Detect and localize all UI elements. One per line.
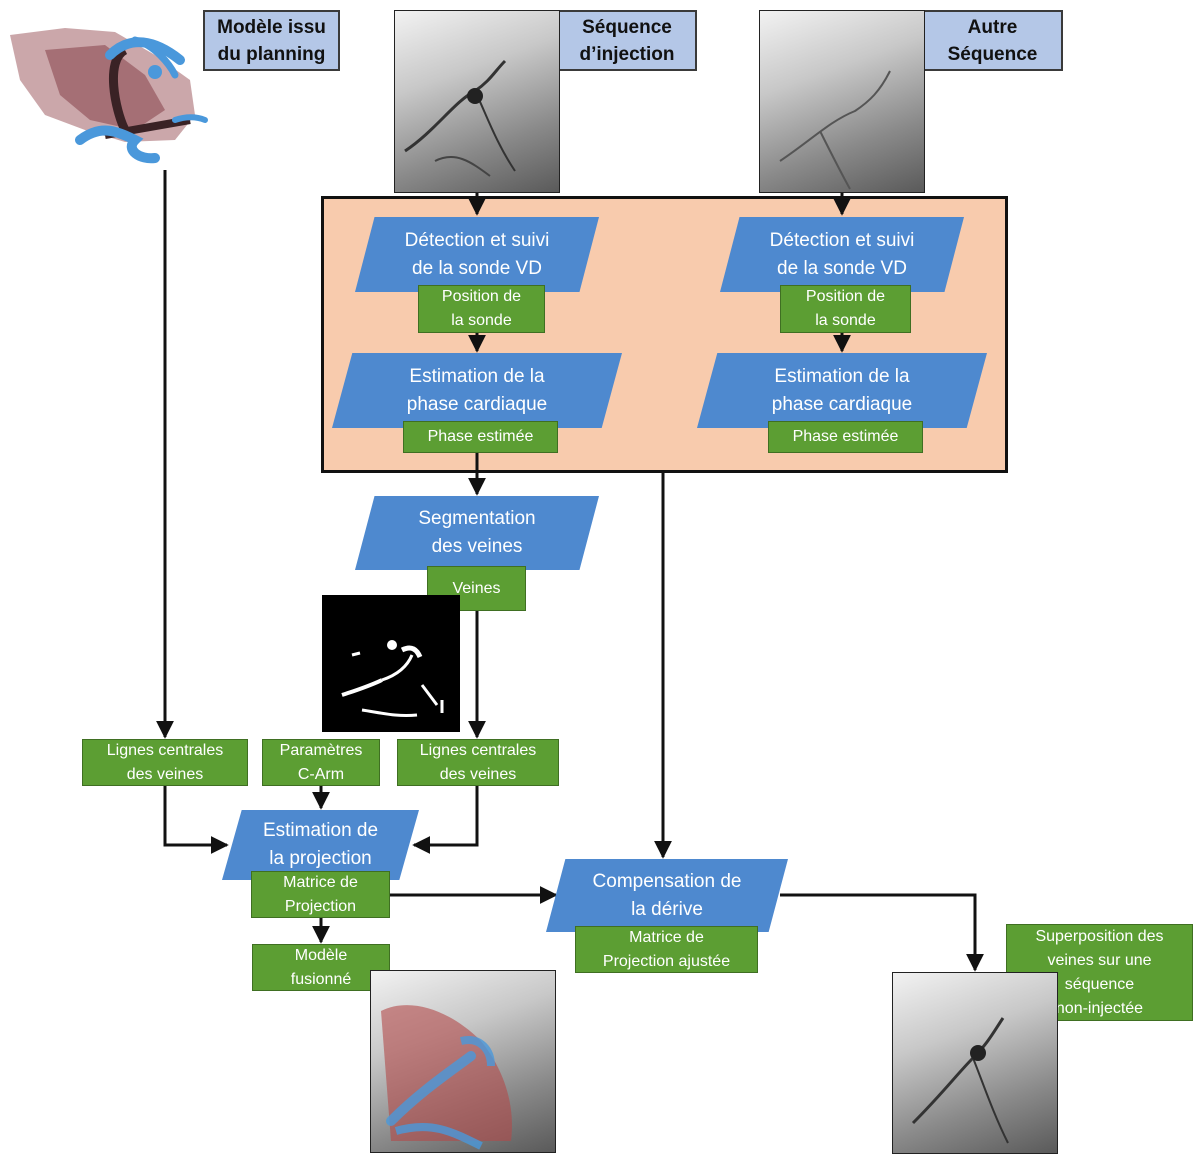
arrow-compensation-to-superposition [780,893,984,972]
arrow-centerlines-left-to-projection [163,786,229,854]
output-projection-matrix: Matrice de Projection [251,871,390,918]
output-phase-estimated-left: Phase estimée [403,421,558,453]
output-carm-parameters: Paramètres C-Arm [262,739,380,786]
process-projection: Estimation de la projection [222,810,419,880]
process-phase-right: Estimation de la phase cardiaque [697,353,987,428]
process-phase-left: Estimation de la phase cardiaque [332,353,622,428]
output-position-left: Position de la sonde [418,285,545,333]
output-centerlines-model: Lignes centrales des veines [82,739,248,786]
title-injection-sequence: Séquence d’injection [557,10,697,71]
heart-model-icon [10,28,208,164]
output-phase-estimated-right: Phase estimée [768,421,923,453]
output-adjusted-matrix: Matrice de Projection ajustée [575,926,758,973]
angiography-image-other [759,10,925,193]
title-other-sequence: Autre Séquence [922,10,1063,71]
angiography-image-injection [394,10,560,193]
vein-mask-image [322,595,460,732]
arrow-centerlines-right-to-projection [412,786,479,854]
output-fused-model: Modèle fusionné [252,944,390,991]
title-model-planning: Modèle issu du planning [203,10,340,71]
process-drift-compensation: Compensation de la dérive [546,859,788,932]
fused-overlay-image [370,970,556,1153]
angiography-image-result [892,972,1058,1154]
process-detection-left: Détection et suivi de la sonde VD [355,217,599,292]
process-segmentation: Segmentation des veines [355,496,599,570]
output-veines: Veines [427,566,526,611]
output-position-right: Position de la sonde [780,285,911,333]
output-centerlines-segmentation: Lignes centrales des veines [397,739,559,786]
process-detection-right: Détection et suivi de la sonde VD [720,217,964,292]
